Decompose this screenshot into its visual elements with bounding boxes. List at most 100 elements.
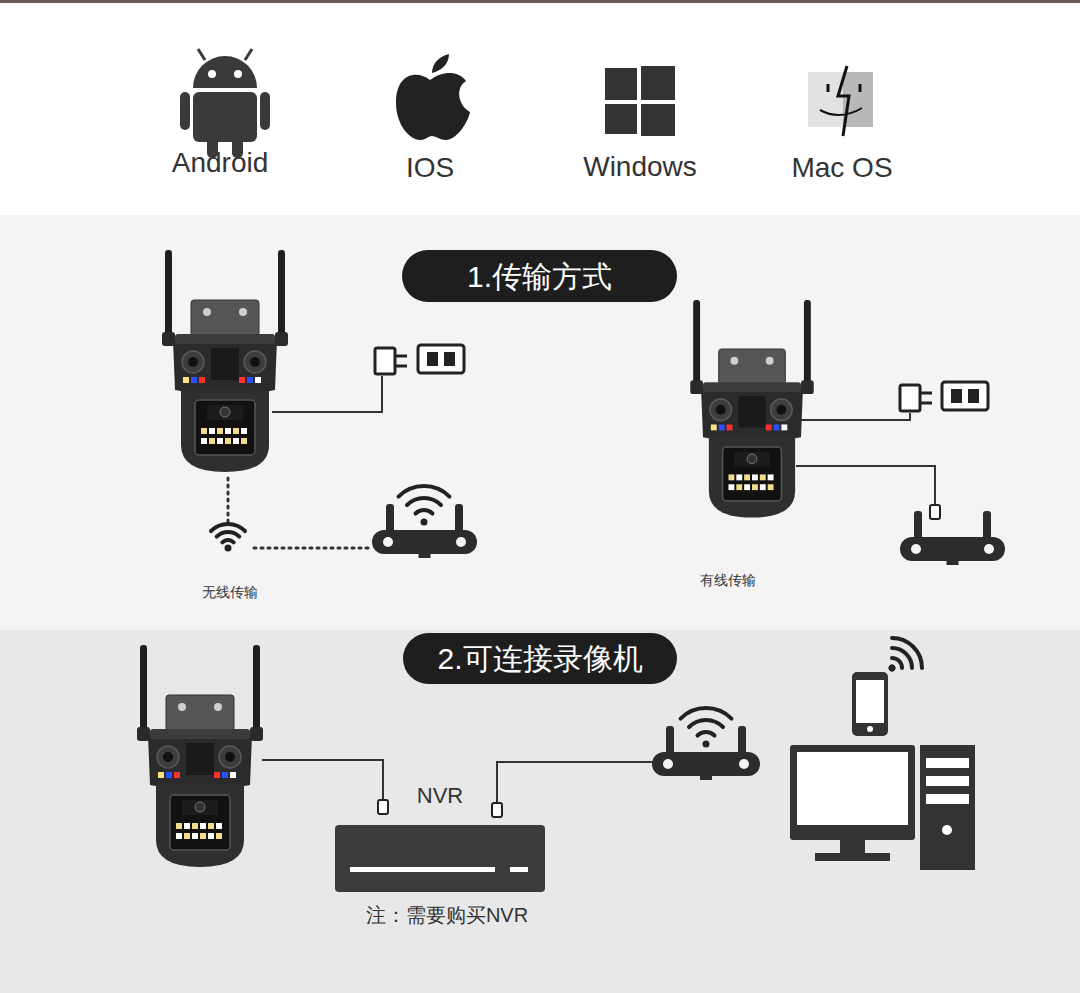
mount-hole <box>730 357 738 365</box>
mount-hole <box>239 308 247 316</box>
screen <box>797 752 908 825</box>
ir-led <box>752 474 758 480</box>
tower <box>920 745 975 870</box>
status-led <box>719 424 725 430</box>
status-led <box>191 377 197 383</box>
ir-led <box>208 833 214 839</box>
router-light <box>663 759 673 769</box>
main-lens <box>195 802 205 812</box>
nose <box>838 66 849 136</box>
status-led <box>727 424 733 430</box>
arm <box>260 92 270 130</box>
ir-led <box>744 484 750 490</box>
antenna <box>278 250 285 342</box>
section-banner: 2.可连接录像机 <box>403 633 677 684</box>
ir-led <box>176 823 182 829</box>
face-right <box>808 72 873 127</box>
smile <box>820 108 862 115</box>
status-led <box>183 377 189 383</box>
cable <box>796 466 935 505</box>
ir-led <box>241 428 247 434</box>
banner-title: 1.传输方式 <box>467 260 612 293</box>
router-foot <box>700 776 712 780</box>
side-lens-core <box>188 357 198 367</box>
stand-base <box>815 853 890 861</box>
ir-led <box>241 438 247 444</box>
side-lens-core <box>716 405 726 415</box>
ir-led <box>768 484 774 490</box>
rj45-plug <box>492 803 502 817</box>
apple <box>396 73 470 140</box>
router-antenna <box>666 726 674 756</box>
wifi-arc <box>892 632 928 668</box>
phone-screen <box>856 680 884 723</box>
antenna-base <box>162 332 175 346</box>
ir-led <box>736 474 742 480</box>
side-lens <box>157 746 179 768</box>
top-strip <box>0 0 1080 3</box>
camera <box>690 300 813 518</box>
antenna <box>804 300 811 390</box>
ir-led <box>217 438 223 444</box>
wifi-arc <box>222 540 233 542</box>
pane <box>641 104 675 136</box>
socket-hole <box>951 389 962 403</box>
section-banner: 1.传输方式 <box>402 250 677 302</box>
status-led <box>247 377 253 383</box>
ir-led <box>768 474 774 480</box>
ir-led <box>217 428 223 434</box>
side-lens-core <box>250 357 260 367</box>
status-led <box>174 772 180 778</box>
windows-icon <box>605 66 675 136</box>
prong <box>395 355 407 358</box>
ir-led <box>225 428 231 434</box>
status-led <box>222 772 228 778</box>
ir-led <box>752 484 758 490</box>
lens-panel <box>734 452 769 467</box>
antenna <box>165 250 172 342</box>
camera <box>162 250 288 472</box>
ir-led <box>200 833 206 839</box>
eye <box>827 84 830 92</box>
face-left <box>808 72 843 127</box>
side-lens <box>771 399 793 421</box>
status-led <box>166 772 172 778</box>
socket <box>418 345 464 373</box>
rj45-plug <box>930 505 940 519</box>
window <box>170 795 230 850</box>
prong <box>920 402 932 405</box>
head <box>193 56 257 88</box>
status-led <box>711 424 717 430</box>
ir-led <box>184 823 190 829</box>
wifi-symbol <box>875 632 929 686</box>
stand <box>840 840 865 854</box>
router-antenna <box>386 504 394 534</box>
antenna-base <box>275 332 288 346</box>
body-rim <box>175 334 275 344</box>
ir-led <box>233 438 239 444</box>
mount-hole <box>178 703 186 711</box>
ir-led <box>208 823 214 829</box>
mount-hole <box>766 357 774 365</box>
pane <box>605 68 637 100</box>
indicator <box>510 867 528 872</box>
mac-icon <box>808 66 873 136</box>
phone <box>852 672 888 736</box>
ir-led <box>760 484 766 490</box>
side-lens-core <box>225 752 235 762</box>
side-lens-core <box>163 752 173 762</box>
wifi-dot <box>421 519 428 526</box>
lens-panel <box>182 800 218 815</box>
wifi-arc <box>681 708 732 719</box>
wifi-dot <box>887 663 897 673</box>
router-light <box>984 544 994 554</box>
antenna-base <box>801 380 814 394</box>
ir-led <box>192 823 198 829</box>
mount-hole <box>203 308 211 316</box>
apple-icon <box>396 54 470 140</box>
pane <box>605 104 637 134</box>
arm <box>180 92 190 130</box>
rj45-plug <box>378 800 388 814</box>
status-led <box>158 772 164 778</box>
